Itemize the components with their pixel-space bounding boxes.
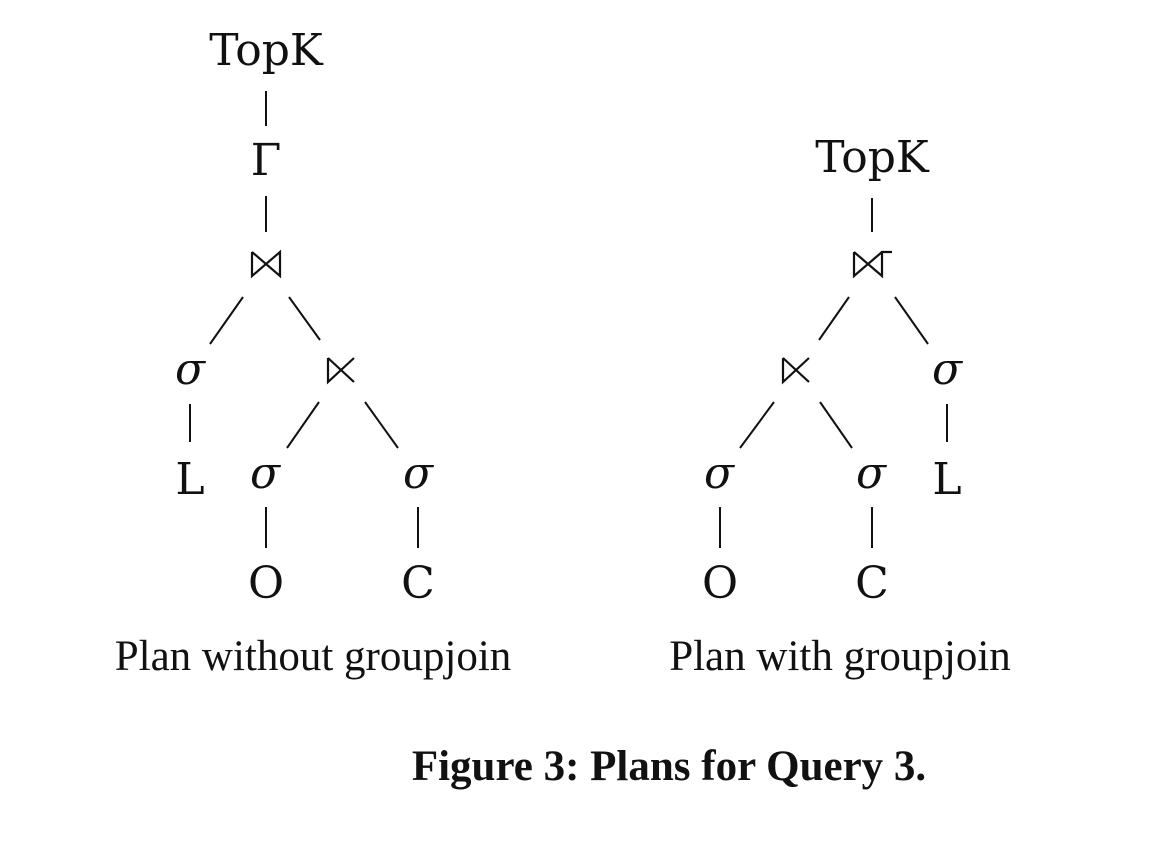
edge-groupjoin-sigma-l bbox=[894, 296, 929, 345]
node-gamma: Γ bbox=[251, 135, 282, 186]
node-o: O bbox=[248, 558, 284, 609]
node-sigma-l: σ bbox=[175, 344, 207, 395]
plan-caption-left: Plan without groupjoin bbox=[115, 633, 512, 680]
semijoin-icon bbox=[326, 357, 355, 385]
plan-without-groupjoin: TopK Γ σ L σ σ O C Plan without groupjoi… bbox=[115, 25, 512, 680]
node-topk: TopK bbox=[209, 25, 324, 76]
plan-caption-right: Plan with groupjoin bbox=[669, 633, 1011, 680]
node-sigma-o: σ bbox=[250, 448, 282, 499]
node-sigma-o: σ bbox=[704, 448, 736, 499]
groupjoin-icon bbox=[852, 250, 892, 279]
node-c: C bbox=[401, 558, 435, 609]
edge-join-semijoin bbox=[288, 296, 321, 341]
edge-semijoin-sigma-c bbox=[819, 401, 853, 449]
node-c: C bbox=[855, 558, 889, 609]
node-sigma-c: σ bbox=[403, 448, 435, 499]
node-o: O bbox=[702, 558, 738, 609]
join-icon bbox=[250, 249, 282, 279]
edge-semijoin-sigma-c bbox=[364, 401, 399, 449]
node-l: L bbox=[175, 454, 204, 505]
edge-semijoin-sigma-o bbox=[739, 401, 775, 449]
figure-caption: Figure 3: Plans for Query 3. bbox=[412, 743, 926, 790]
node-topk: TopK bbox=[815, 132, 930, 183]
node-sigma-l: σ bbox=[932, 344, 964, 395]
edge-semijoin-sigma-o bbox=[286, 401, 320, 449]
edge-groupjoin-semijoin bbox=[818, 296, 850, 341]
node-sigma-c: σ bbox=[856, 448, 888, 499]
semijoin-icon bbox=[781, 357, 810, 385]
plan-with-groupjoin: TopK σ σ σ L O C Plan with groupjoin bbox=[669, 132, 1011, 680]
node-l: L bbox=[932, 454, 961, 505]
edge-join-sigma-l bbox=[209, 296, 244, 345]
